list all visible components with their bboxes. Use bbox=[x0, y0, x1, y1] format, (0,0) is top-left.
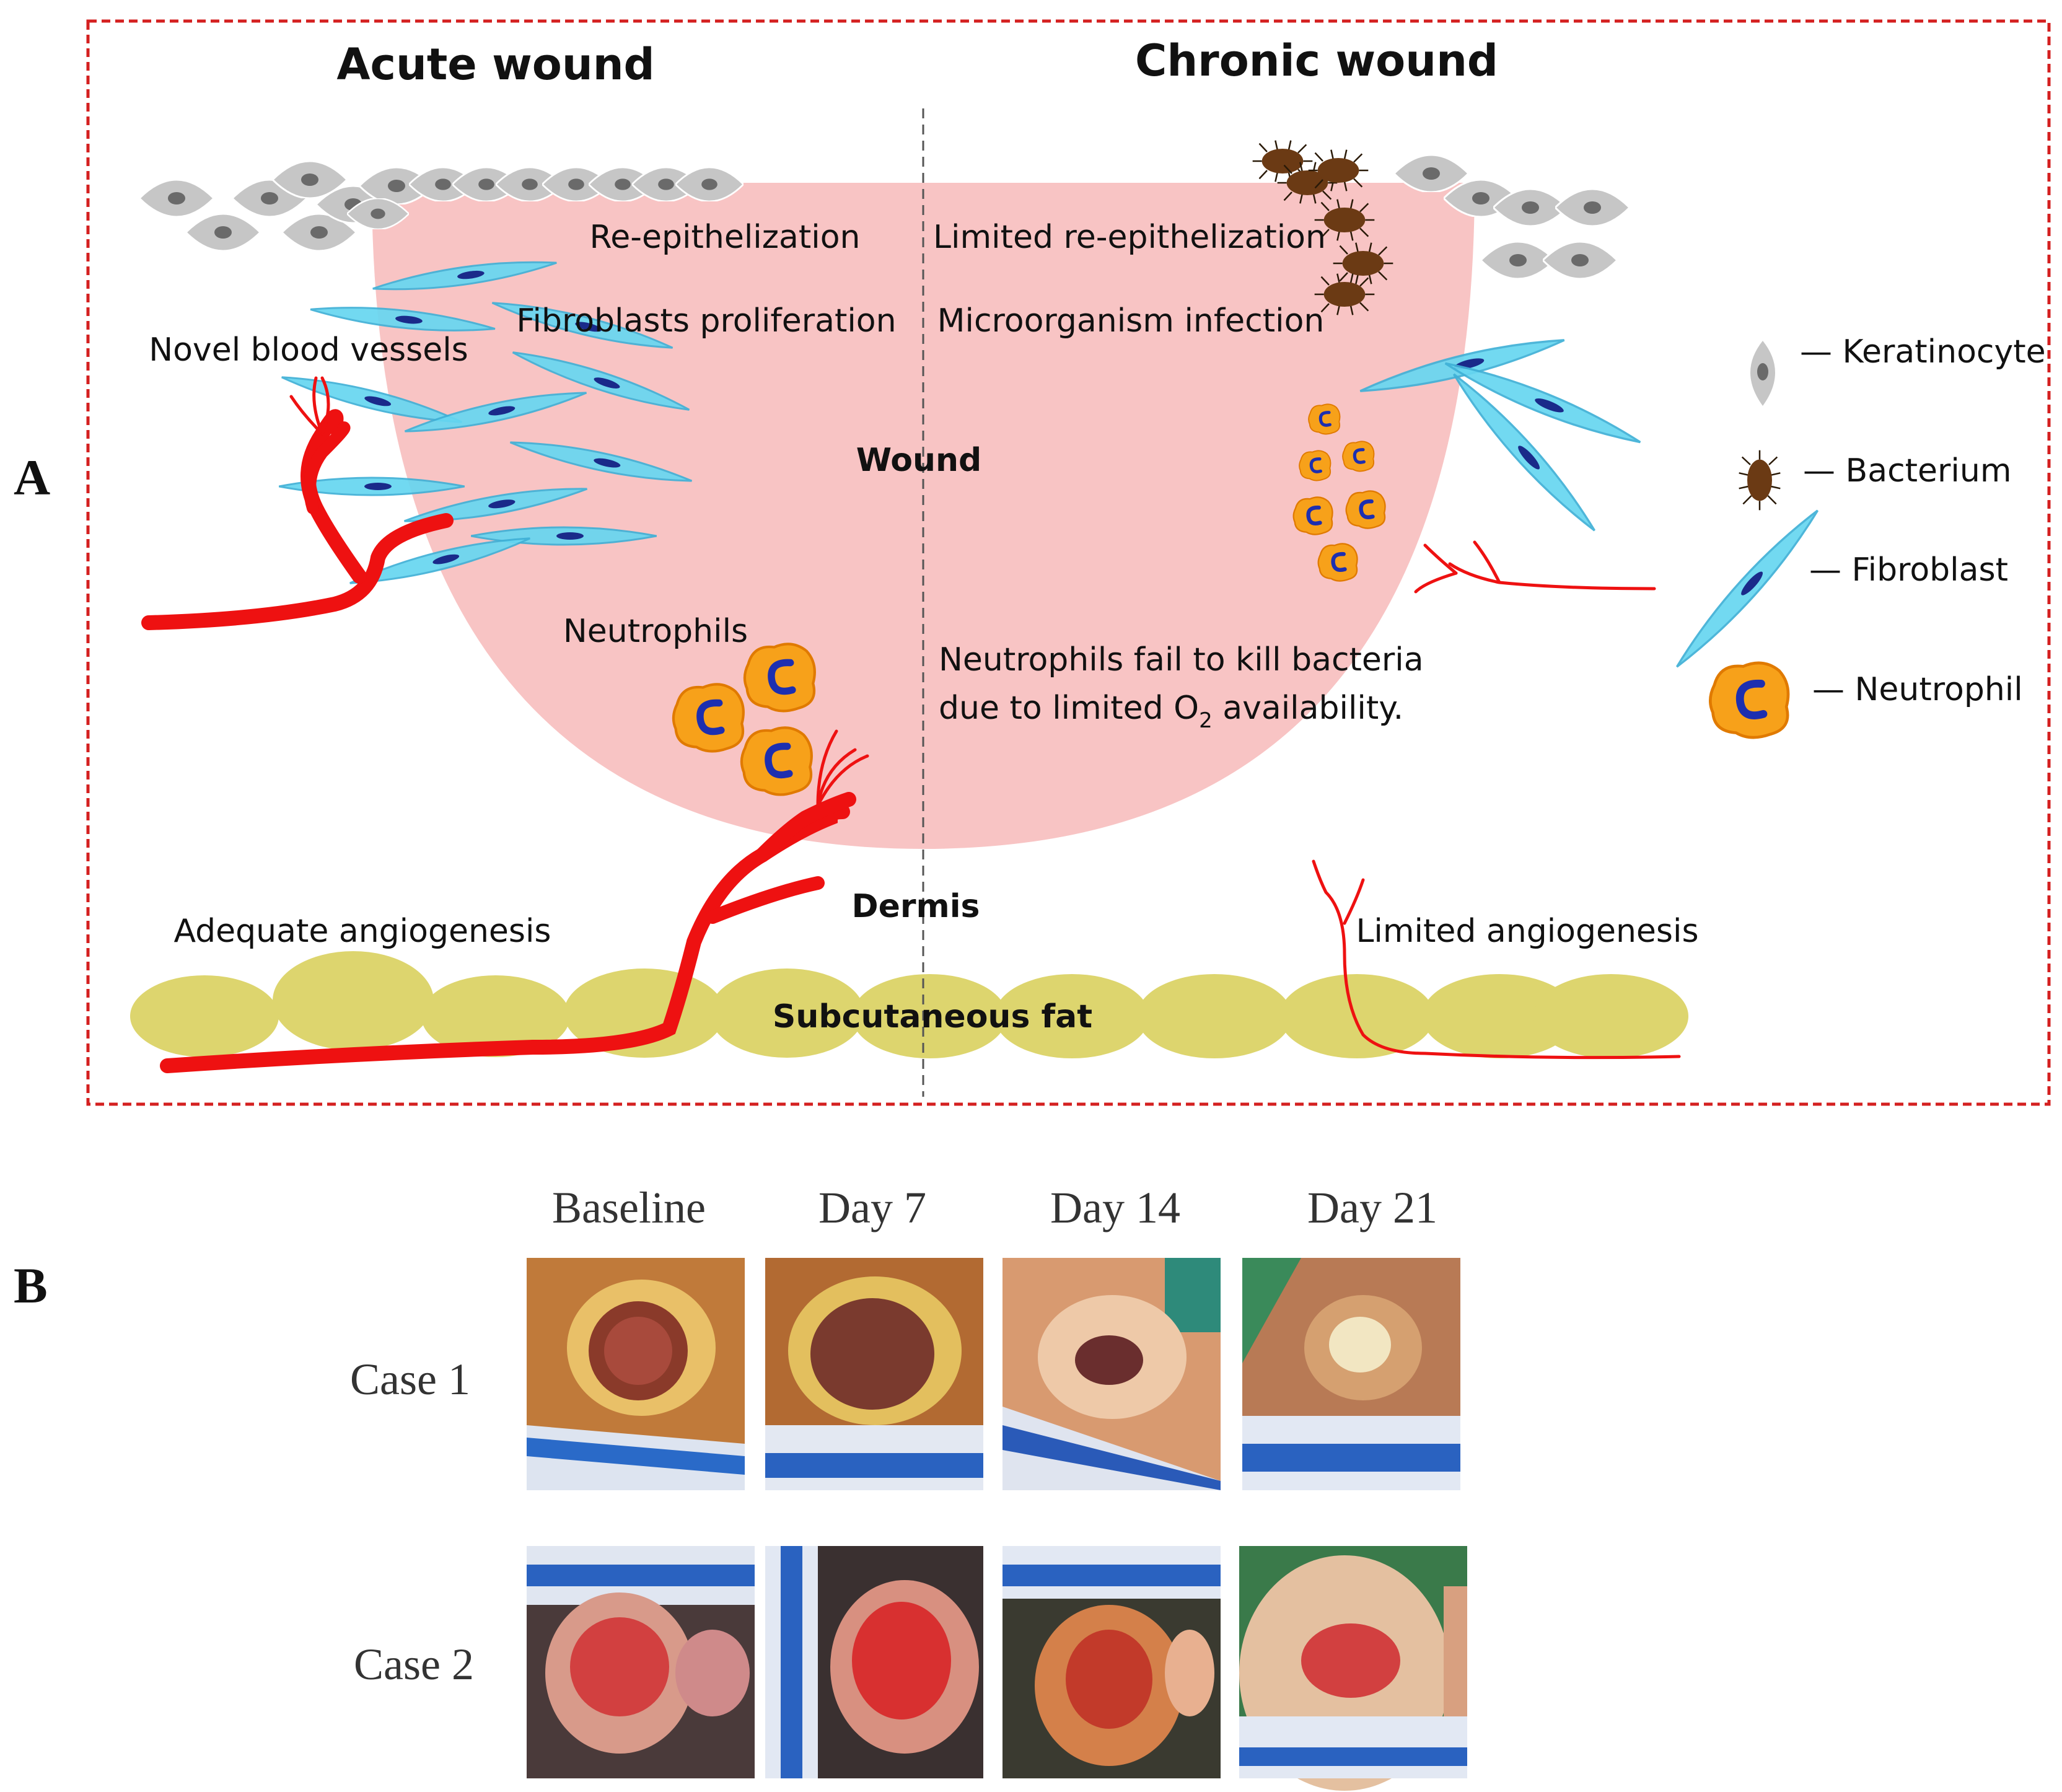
label-fibroblasts-proliferation: Fibroblasts proliferation bbox=[516, 302, 896, 340]
row-label-case2: Case 2 bbox=[354, 1640, 474, 1689]
case2-baseline-photo bbox=[527, 1546, 755, 1778]
case2-day7-photo bbox=[765, 1546, 983, 1778]
label-microorganism-infection: Microorganism infection bbox=[937, 302, 1325, 340]
panel-a-letter: A bbox=[14, 449, 50, 506]
panel-b-letter: B bbox=[14, 1257, 48, 1314]
case2-day14-photo bbox=[1002, 1546, 1221, 1778]
column-header-baseline: Baseline bbox=[552, 1183, 706, 1232]
legend-fibroblast-label: — Fibroblast bbox=[1809, 551, 2008, 589]
case1-day14-photo bbox=[1002, 1258, 1221, 1490]
label-reepithelization: Re-epithelization bbox=[590, 219, 861, 256]
panel-a-frame bbox=[86, 19, 2051, 1106]
column-header-day21: Day 21 bbox=[1307, 1183, 1437, 1232]
label-wound: Wound bbox=[856, 442, 982, 479]
row-label-case1: Case 1 bbox=[350, 1355, 470, 1404]
label-novel-blood-vessels: Novel blood vessels bbox=[149, 332, 468, 369]
case1-day7-photo bbox=[765, 1258, 983, 1490]
legend-bacterium: — Bacterium bbox=[1737, 449, 2011, 511]
legend-neutrophil: — Neutrophil bbox=[1710, 663, 2023, 737]
label-neutrophils: Neutrophils bbox=[563, 613, 748, 650]
label-limited-angiogenesis: Limited angiogenesis bbox=[1356, 913, 1698, 950]
chronic-blood-vessels bbox=[1312, 540, 1681, 1060]
bacterium-icon bbox=[1737, 449, 1782, 511]
case2-day21-photo bbox=[1239, 1546, 1467, 1791]
case1-baseline-photo bbox=[527, 1258, 745, 1490]
chronic-wound-title: Chronic wound bbox=[1135, 35, 1498, 86]
subcutaneous-fat bbox=[130, 951, 1688, 1058]
label-neutrophils-fail-line1: Neutrophils fail to kill bacteria bbox=[939, 641, 1424, 679]
legend-fibroblast: — Fibroblast bbox=[1668, 503, 2008, 675]
legend: — Keratinocyte — Bacterium — Fibroblast … bbox=[1668, 333, 2046, 737]
neutrophil-icon bbox=[1710, 663, 1788, 737]
label-dermis: Dermis bbox=[851, 888, 980, 925]
acute-blood-vessels bbox=[141, 376, 869, 1073]
case1-day21-photo bbox=[1242, 1258, 1460, 1490]
label-adequate-angiogenesis: Adequate angiogenesis bbox=[173, 913, 551, 950]
legend-keratinocyte-label: — Keratinocyte bbox=[1800, 333, 2046, 371]
label-limited-reepithelization: Limited re-epithelization bbox=[933, 219, 1326, 256]
fibroblast-icon bbox=[1668, 503, 1827, 675]
legend-keratinocyte: — Keratinocyte bbox=[1750, 333, 2046, 406]
label-subcutaneous-fat: Subcutaneous fat bbox=[773, 998, 1092, 1035]
label-neutrophils-fail-line2: due to limited O2 availability. bbox=[939, 690, 1403, 733]
column-header-day7: Day 7 bbox=[818, 1183, 926, 1232]
legend-bacterium-label: — Bacterium bbox=[1803, 452, 2011, 490]
column-header-day14: Day 14 bbox=[1050, 1183, 1180, 1232]
acute-wound-title: Acute wound bbox=[336, 39, 654, 90]
legend-neutrophil-label: — Neutrophil bbox=[1812, 671, 2023, 708]
